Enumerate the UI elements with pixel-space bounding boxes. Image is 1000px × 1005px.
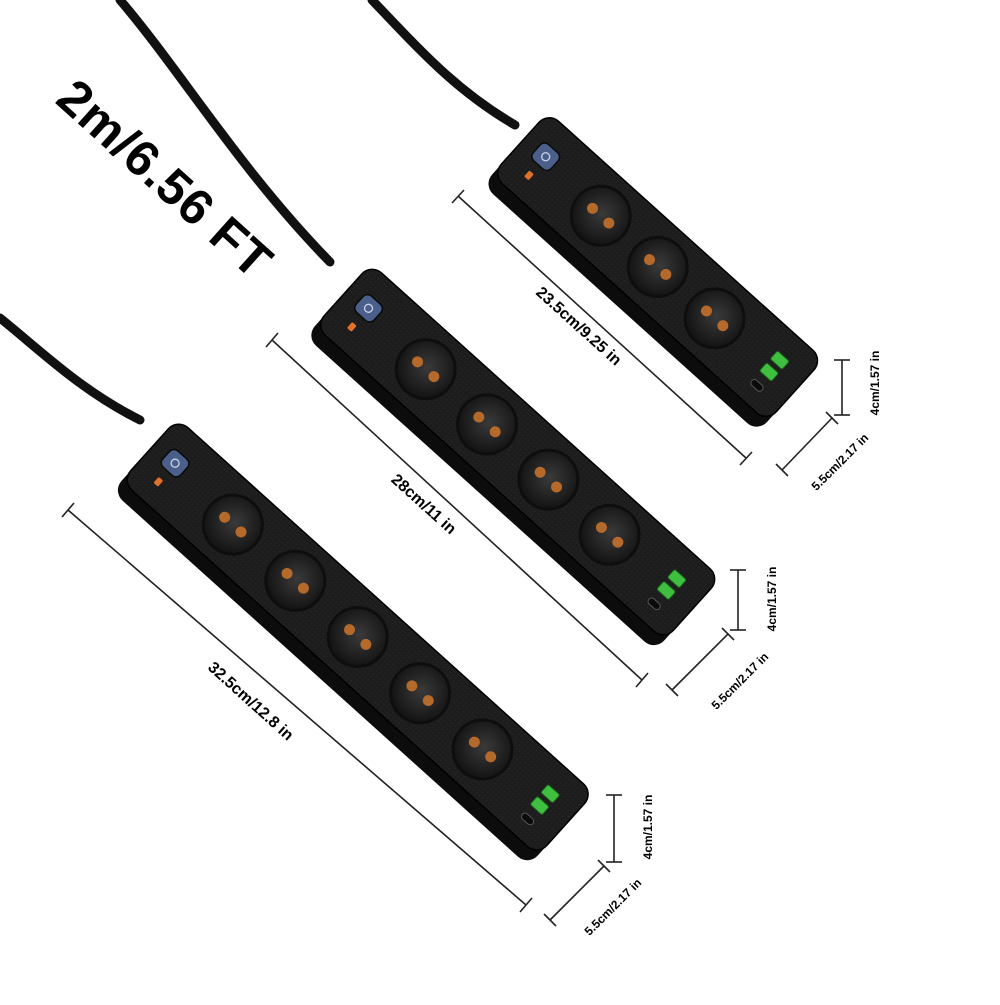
socket-outlet[interactable] [614,223,702,311]
length-line-5-outlet [67,509,527,906]
power-icon [363,303,374,313]
socket-pin-hole [534,466,546,478]
usb-a-port[interactable] [541,784,560,803]
socket-pin-hole [235,526,247,538]
power-switch[interactable] [159,447,192,479]
power-indicator-light [524,170,534,180]
socket-pin-hole [281,567,293,579]
socket-outlet[interactable] [557,172,645,260]
socket-pin-hole [612,536,624,548]
usb-a-port[interactable] [530,796,549,815]
socket-pin-hole [700,305,712,317]
socket-pin-hole [344,624,356,636]
socket-pin-hole [644,254,656,266]
usb-c-port[interactable] [520,812,535,827]
socket-pin-hole [485,751,497,763]
power-switch[interactable] [529,141,562,173]
cord-3-outlet [367,0,520,130]
power-strip-3-outlet [488,117,819,427]
length-line-4-outlet [271,339,643,681]
socket-outlet[interactable] [251,537,339,625]
socket-pin-hole [412,356,424,368]
power-indicator-light [154,477,163,487]
usb-a-port[interactable] [770,350,790,370]
socket-pin-hole [587,202,599,214]
power-icon [541,152,551,162]
socket-outlet[interactable] [382,325,470,413]
width-line-4-outlet [671,633,729,691]
usb-c-port[interactable] [647,597,662,612]
cord-4-outlet [115,0,335,267]
length-line-3-outlet [457,195,747,459]
socket-pin-hole [603,217,615,229]
height-label-3-outlet: 4cm/1.57 in [868,350,882,416]
socket-outlet[interactable] [376,649,464,737]
power-switch[interactable] [352,292,385,324]
power-cords [0,0,520,425]
socket-pin-hole [595,521,607,533]
socket-outlet[interactable] [314,593,402,681]
socket-pin-hole [717,320,729,332]
width-line-5-outlet [549,865,605,921]
socket-pin-hole [406,680,418,692]
socket-pin-hole [297,582,309,594]
cord-5-outlet [0,313,145,425]
socket-pin-hole [360,638,372,650]
socket-pin-hole [473,411,485,423]
socket-outlet[interactable] [505,436,593,524]
socket-outlet[interactable] [443,381,531,469]
usb-a-port[interactable] [759,362,779,382]
usb-a-port[interactable] [656,581,676,600]
socket-pin-hole [422,695,434,707]
usb-c-port[interactable] [749,378,764,393]
width-line-3-outlet [781,417,833,471]
height-label-5-outlet: 4cm/1.57 in [641,794,655,860]
socket-pin-hole [489,426,501,438]
socket-pin-hole [219,511,231,523]
dimension-lines [61,189,850,927]
socket-outlet[interactable] [439,706,527,794]
socket-outlet[interactable] [566,491,654,579]
height-label-4-outlet: 4cm/1.57 in [765,566,779,632]
usb-a-port[interactable] [667,569,687,588]
socket-pin-hole [468,736,480,748]
socket-outlet[interactable] [189,481,277,569]
power-strip-4-outlet [311,268,716,646]
power-icon [170,458,180,468]
power-indicator-light [347,322,357,332]
socket-pin-hole [660,268,672,280]
socket-pin-hole [428,371,440,383]
socket-outlet[interactable] [671,275,759,363]
power-strip-5-outlet [117,423,589,861]
socket-pin-hole [551,481,563,493]
